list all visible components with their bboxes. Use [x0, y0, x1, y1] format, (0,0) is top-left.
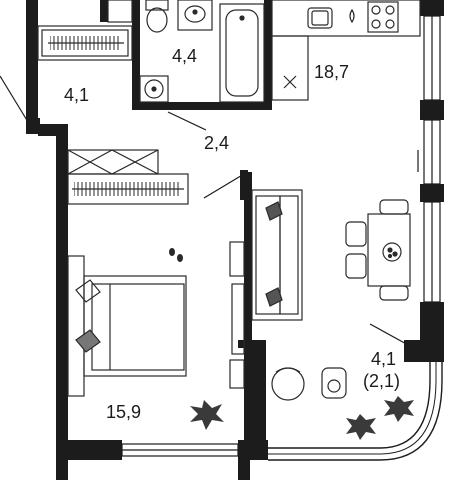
- area-label-balcony: 4,1: [371, 349, 397, 369]
- area-label-bathroom: 4,4: [172, 46, 198, 66]
- kitchen-units: [271, 0, 421, 101]
- plant-bedroom-icon: [190, 400, 224, 430]
- bathroom-fixtures: [139, 0, 265, 103]
- area-label-balcony-reduced: (2,1): [363, 371, 401, 391]
- walls: [26, 0, 444, 480]
- area-label-kitchen: 18,7: [314, 62, 350, 82]
- bedroom-side-units: [229, 241, 245, 389]
- door-lines: [0, 75, 411, 347]
- plant-balcony-2-icon: [346, 414, 376, 440]
- area-label-corridor: 2,4: [204, 133, 230, 153]
- windows: [121, 15, 443, 461]
- slippers-icon: [169, 248, 183, 262]
- sofa: [251, 189, 303, 321]
- bed: [67, 255, 187, 397]
- plant-balcony-1-icon: [384, 396, 414, 422]
- bedroom-wardrobe: [67, 149, 189, 205]
- dining-set: [345, 199, 411, 301]
- area-label-hallway: 4,1: [64, 85, 90, 105]
- hallway-wardrobe: [37, 0, 133, 61]
- balcony-furniture: [271, 367, 347, 401]
- area-label-bedroom: 15,9: [106, 402, 142, 422]
